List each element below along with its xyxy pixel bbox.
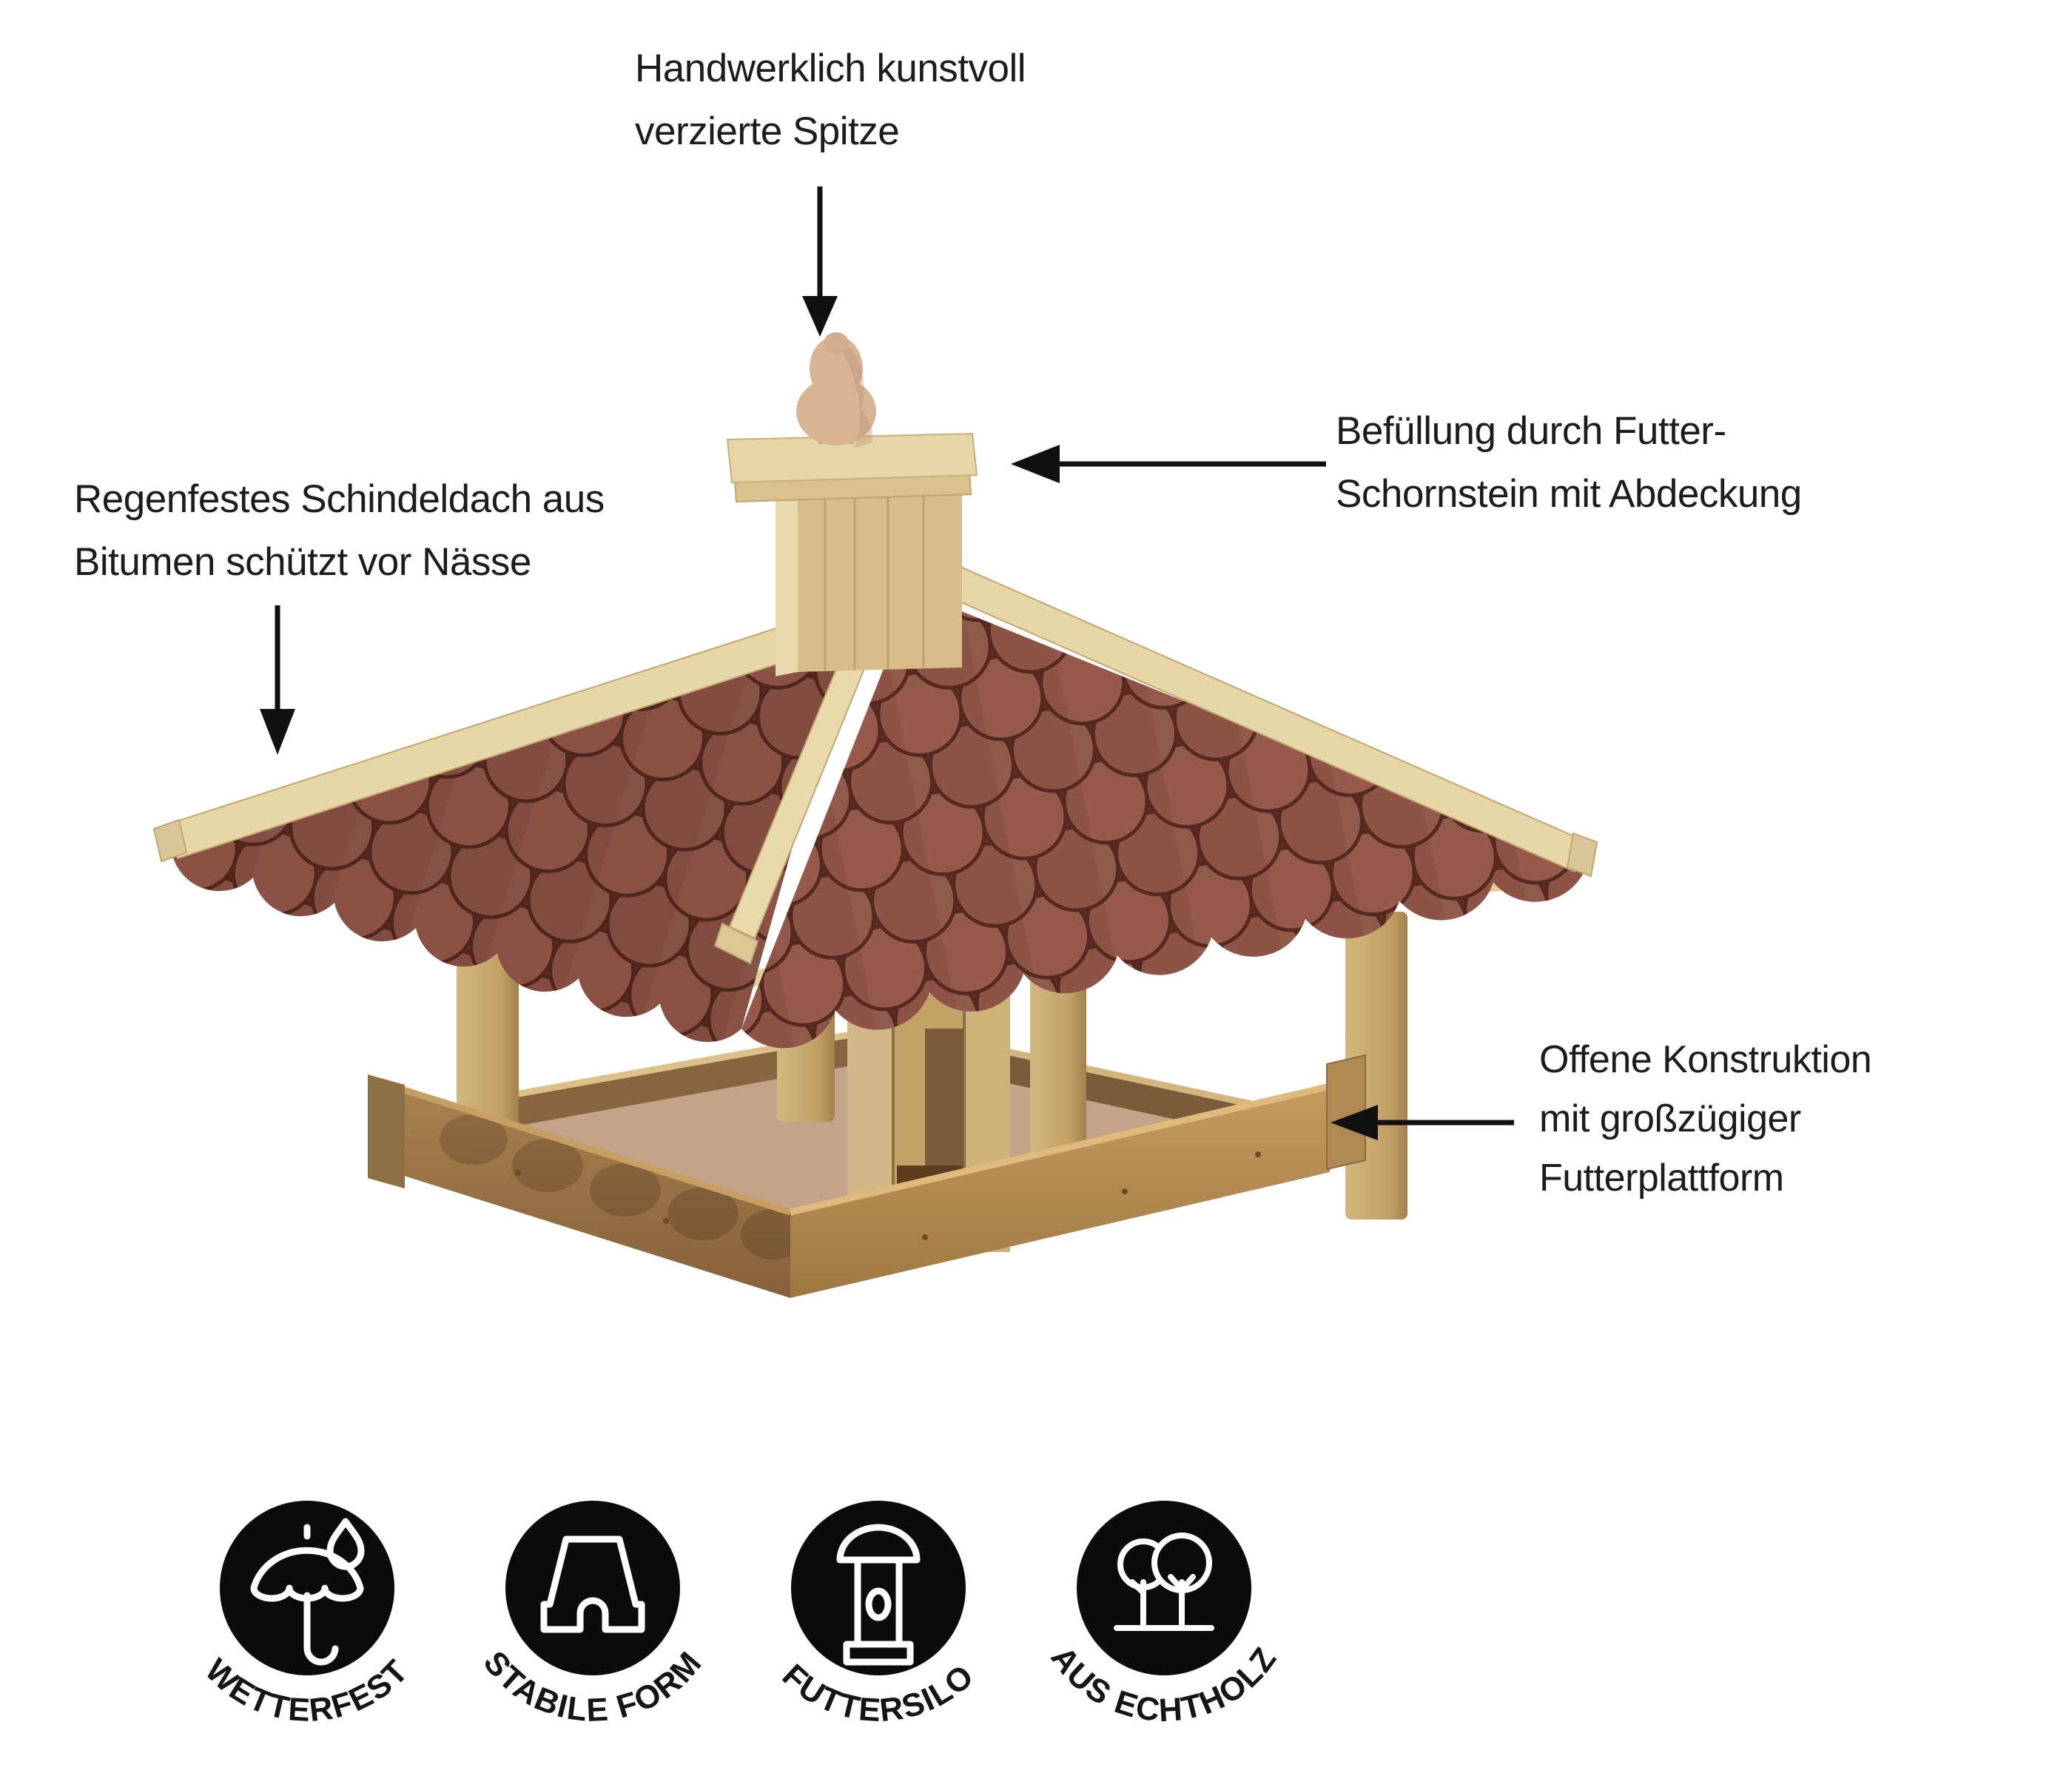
post-back-right [1030, 975, 1086, 1162]
annotation-line: verzierte Spitze [635, 110, 900, 153]
feeding-platform [368, 912, 1407, 1298]
roof-battens [152, 555, 1598, 965]
annotation-line: Regenfestes Schindeldach aus [74, 477, 605, 521]
badge-aus-echtholz: AUS ECHTHOLZ [1043, 1501, 1282, 1729]
annotation-line: mit großzügiger [1539, 1097, 1801, 1140]
finial-spitze [796, 332, 876, 448]
annotation-line: Futterplattform [1539, 1157, 1784, 1200]
nail-heads [515, 1151, 1261, 1240]
badge-stabile-form: STABILE FORM [477, 1501, 707, 1729]
annotation-spitze: Handwerklich kunstvoll verzierte Spitze [635, 37, 1026, 163]
annotation-arrows [260, 186, 1514, 1140]
platform-rail-front-left [402, 1089, 790, 1298]
arrow-to-schornstein [1011, 445, 1326, 483]
badge-wetterfest: WETTERFEST [198, 1501, 414, 1729]
rail-end-cap-right [1326, 1054, 1366, 1171]
feeder-silo-icon [836, 1524, 921, 1666]
annotation-line: Offene Konstruktion [1539, 1038, 1872, 1081]
chimney-grain [824, 490, 925, 670]
rail-end-cap-left [368, 1074, 405, 1188]
house-shape-icon [540, 1536, 645, 1633]
feature-badges: WETTERFEST STABILE FORM FUTTERSILO [198, 1501, 1282, 1729]
badge-circle [1077, 1501, 1251, 1675]
annotation-line: Befüllung durch Futter- [1336, 409, 1726, 453]
annotation-schornstein: Befüllung durch Futter- Schornstein mit … [1336, 400, 1802, 525]
chimney-cap [726, 432, 978, 484]
annotation-line: Bitumen schützt vor Nässe [74, 540, 531, 584]
shingle-roof [152, 555, 1598, 1049]
annotation-line: Handwerklich kunstvoll [635, 47, 1026, 90]
trees-icon [1114, 1533, 1214, 1631]
post-left [457, 953, 519, 1154]
arrow-to-dach [260, 605, 295, 755]
arrow-to-plattform [1331, 1105, 1514, 1140]
chimney-front [798, 487, 962, 672]
chimney-side-left [776, 487, 798, 676]
batten-right-end [1566, 832, 1598, 878]
arrow-to-spitze [802, 186, 838, 337]
batten-front-end [713, 922, 759, 965]
batten-left-end [152, 818, 188, 863]
bird-feeder-illustration [152, 332, 1598, 1298]
roof-left-shading [172, 638, 851, 1043]
badge-circle [220, 1501, 394, 1675]
badge-circle [505, 1501, 680, 1675]
feed-chimney [726, 332, 978, 676]
badge-futtersilo: FUTTERSILO [776, 1501, 980, 1729]
platform-rail-front-right [790, 1086, 1330, 1298]
rail-shadow-pattern [440, 1114, 790, 1259]
annotation-plattform: Offene Konstruktion mit großzügiger Futt… [1539, 1030, 1872, 1208]
annotation-line: Schornstein mit Abdeckung [1336, 472, 1802, 516]
roof-face-left [172, 638, 851, 1043]
roof-face-front [741, 592, 1587, 1049]
finial-shading [842, 348, 873, 448]
umbrella-rain-icon [250, 1518, 365, 1666]
annotation-dach: Regenfestes Schindeldach aus Bitumen sch… [74, 468, 605, 593]
